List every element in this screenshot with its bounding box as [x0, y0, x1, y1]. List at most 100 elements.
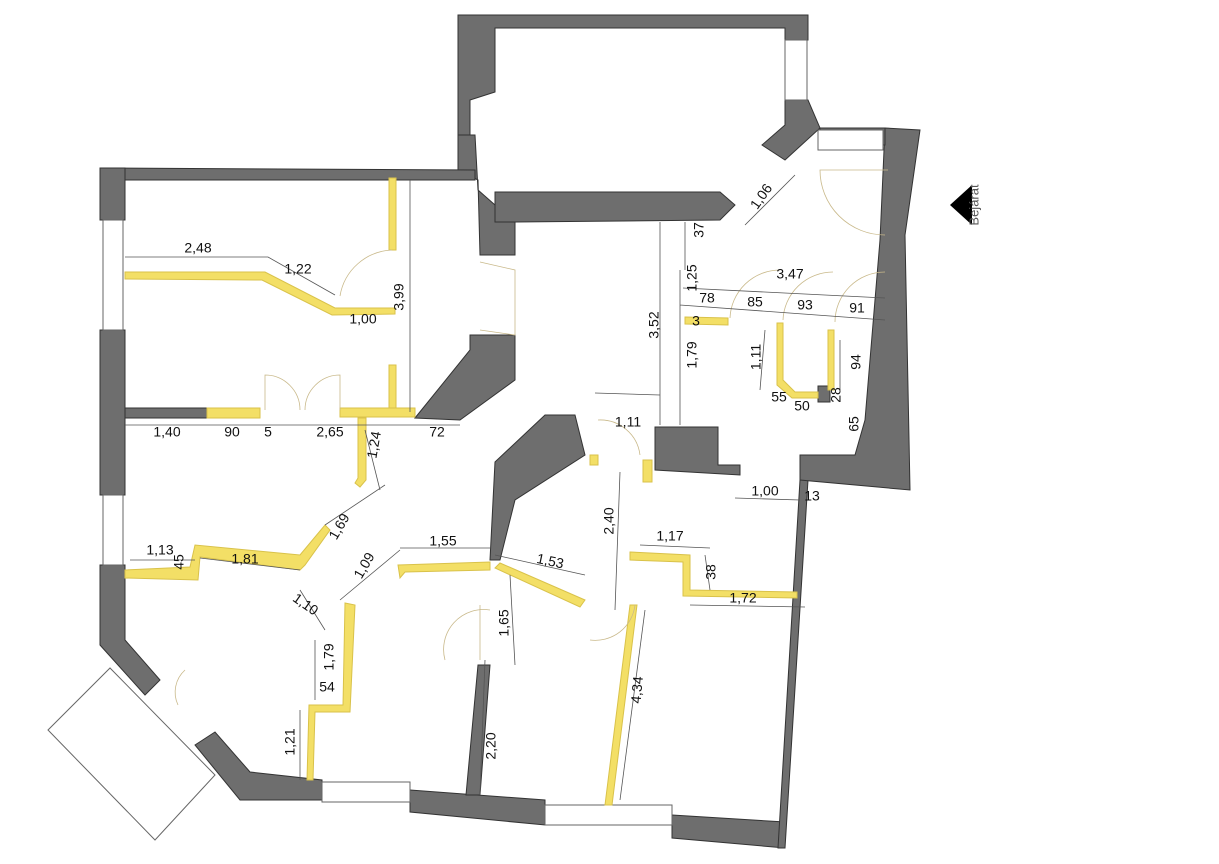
- wall-left-outer-mid: [99, 329, 126, 496]
- dimension-label: 1,25: [684, 264, 700, 291]
- dimension-label: 50: [794, 398, 810, 414]
- doors: [174, 169, 888, 706]
- window: [817, 129, 884, 151]
- dimension-label: 4,34: [628, 675, 646, 704]
- dimension-label: 90: [224, 424, 240, 440]
- new-wall: [388, 364, 397, 414]
- dimension-label: 3,47: [776, 266, 803, 282]
- door-swing: [174, 669, 186, 706]
- wall-hall-top: [494, 191, 736, 223]
- dimension-label: 3,52: [646, 311, 662, 338]
- dimension-lines: [125, 174, 886, 801]
- new-walls: [124, 177, 835, 806]
- dimension-label: 1,69: [325, 510, 353, 542]
- dimension-label: 38: [703, 564, 719, 580]
- window: [321, 781, 411, 803]
- wall-bottom-left: [194, 731, 323, 801]
- dimension-label: 1,06: [747, 180, 776, 212]
- dimension-label: 1,65: [496, 609, 512, 636]
- dimension-label: 1,11: [748, 344, 764, 370]
- wall-left-room-top: [99, 167, 476, 181]
- dimension-label: 65: [846, 416, 862, 432]
- new-wall: [339, 407, 416, 418]
- dimension-label: 2,40: [601, 507, 617, 534]
- door-swing: [339, 249, 393, 297]
- dimension-label: 1,22: [284, 261, 311, 277]
- wall-diag-center: [413, 334, 516, 421]
- new-wall: [642, 459, 653, 483]
- door-swing: [729, 269, 886, 323]
- dimension-label: 2,20: [483, 732, 499, 759]
- dimension-label: 1,00: [751, 483, 778, 499]
- dimension-label: 1,53: [535, 550, 565, 571]
- entrance-marker: Bejárat: [950, 184, 981, 226]
- new-wall: [397, 561, 491, 580]
- dimension-label: 1,09: [350, 549, 378, 581]
- new-wall: [124, 524, 331, 581]
- wall-top-room-right: [761, 99, 821, 161]
- dimension-label: 1,00: [349, 311, 376, 327]
- dimension-label: 91: [849, 300, 865, 316]
- dimension-label: 1,40: [153, 424, 180, 440]
- wall-top-room: [457, 14, 809, 136]
- dimension-label: 55: [771, 389, 787, 405]
- new-wall: [354, 417, 367, 488]
- wall-left-outer-low: [99, 564, 161, 696]
- dimension-label: 45: [171, 554, 187, 570]
- new-wall: [629, 551, 798, 599]
- dimension-label: 1,55: [429, 533, 456, 549]
- dimension-label: 1,21: [282, 728, 298, 755]
- dimension-label: 3,99: [391, 283, 407, 310]
- dimension-label: 1,81: [231, 551, 258, 567]
- wall-right-outer: [777, 479, 809, 849]
- new-wall: [306, 602, 356, 781]
- dimension-label: 28: [828, 387, 844, 403]
- wall-bottom-right: [671, 814, 786, 849]
- window: [544, 804, 673, 826]
- wall-center-block: [489, 414, 586, 561]
- door-swing: [443, 605, 491, 661]
- door-swing: [589, 419, 641, 641]
- dimension-label: 1,79: [684, 341, 700, 368]
- windows: [47, 39, 884, 841]
- dimension-label: 2,65: [316, 424, 343, 440]
- wall-entry-right: [799, 127, 921, 491]
- door-swing: [819, 169, 888, 236]
- dimension-label: 54: [319, 679, 335, 695]
- dimension-label: 13: [804, 488, 820, 504]
- dimension-label: 85: [747, 294, 763, 310]
- dimension-label: 1,79: [321, 643, 337, 670]
- existing-walls: [99, 14, 921, 849]
- dimension-label: 37: [691, 222, 707, 238]
- new-wall: [589, 454, 599, 466]
- dimension-label: 1,11: [615, 414, 641, 430]
- wall-left-outer: [99, 167, 126, 221]
- new-wall: [388, 177, 397, 251]
- door-swing: [264, 374, 341, 411]
- new-wall: [206, 407, 261, 419]
- dimension-label: 94: [848, 354, 864, 370]
- dimension-label: 5: [264, 424, 272, 440]
- dimension-labels: 2,48 1,22 1,00 3,99 1,40 90 5 2,65 72 1,…: [146, 180, 865, 759]
- dimension-label: 93: [797, 297, 813, 313]
- entrance-label: Bejárat: [966, 184, 981, 226]
- balcony: [47, 667, 216, 841]
- window: [784, 39, 808, 101]
- door-swing: [479, 261, 516, 336]
- dimension-label: 1,24: [363, 430, 384, 460]
- dimension-label: 3: [692, 313, 700, 329]
- wall-bath-block: [654, 426, 741, 476]
- dimension-label: 1,13: [146, 542, 173, 558]
- window: [102, 494, 124, 566]
- dimension-line: [125, 174, 886, 801]
- new-wall: [124, 271, 396, 316]
- dimension-label: 1,10: [290, 590, 322, 619]
- dimension-label: 2,48: [184, 240, 211, 256]
- dimension-label: 1,72: [729, 590, 756, 606]
- dimension-label: 1,17: [656, 528, 683, 544]
- new-wall: [494, 562, 586, 608]
- new-wall: [776, 322, 819, 399]
- window: [102, 219, 124, 331]
- dimension-label: 78: [699, 290, 715, 306]
